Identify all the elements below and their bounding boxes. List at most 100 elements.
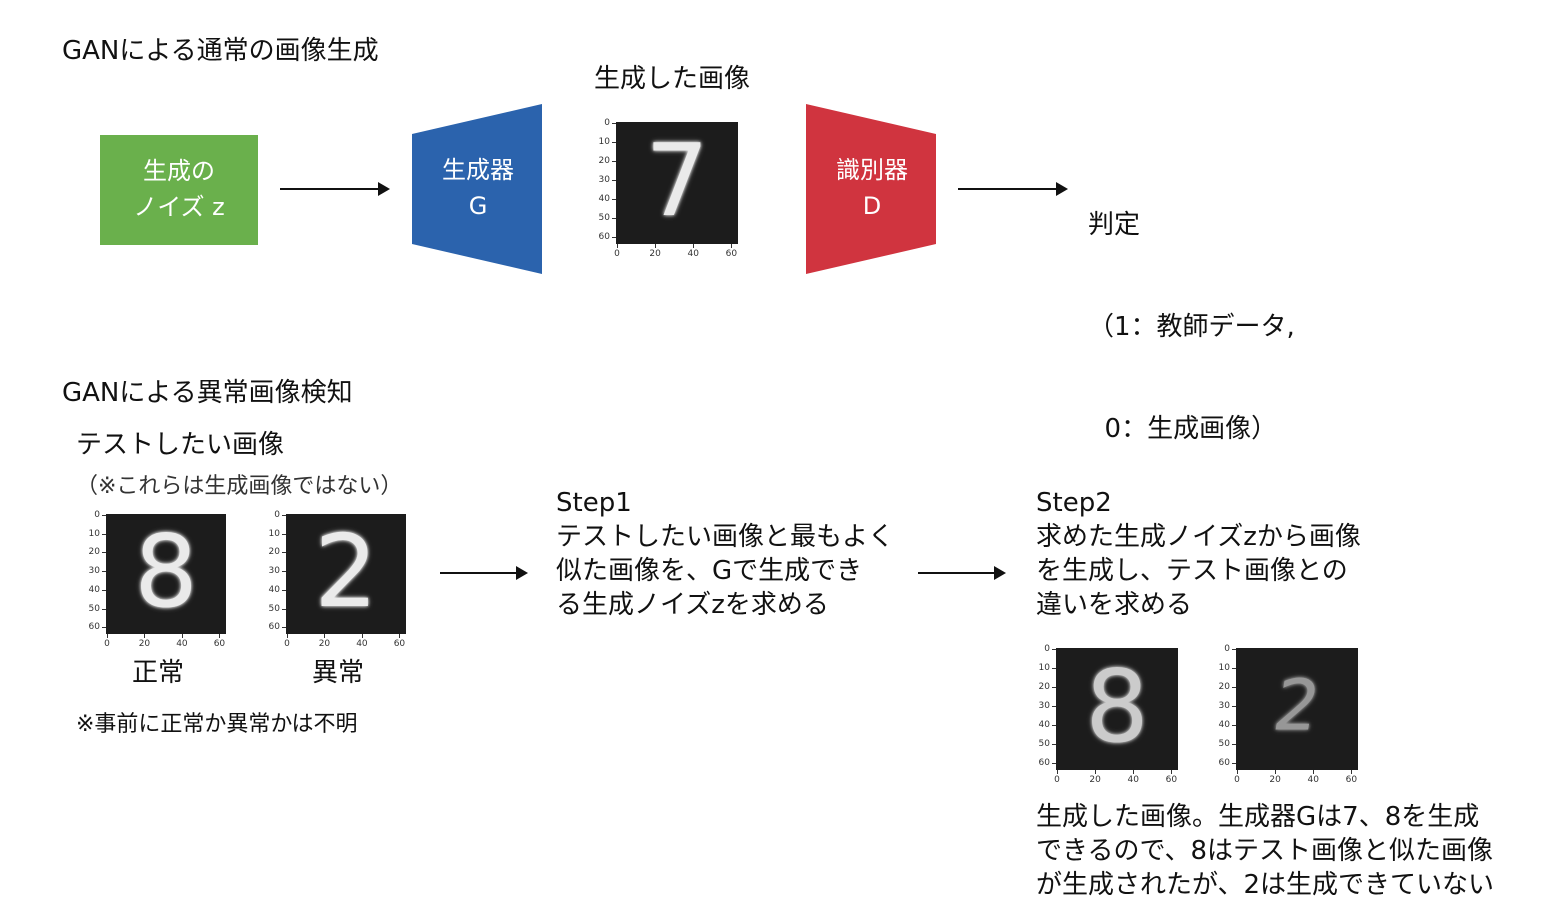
generator-line2: G	[468, 192, 488, 220]
x-tick-label: 20	[1269, 775, 1281, 785]
y-tick-label: 50	[1218, 739, 1230, 750]
x-tick-mark	[1275, 770, 1277, 774]
y-tick-label: 0	[274, 509, 280, 520]
x-tick-label: 40	[1127, 775, 1139, 785]
y-tick-mark	[282, 552, 286, 554]
y-tick-mark	[612, 199, 616, 201]
x-tick-mark	[693, 244, 695, 248]
result-line2: できるので、8はテスト画像と似た画像	[1036, 836, 1493, 866]
x-tick-label: 0	[614, 249, 620, 259]
x-tick-label: 20	[318, 639, 331, 649]
y-tick-label: 60	[1218, 758, 1230, 769]
y-tick-label: 10	[598, 137, 610, 148]
y-tick-label: 10	[1038, 663, 1050, 674]
x-tick-mark	[106, 634, 108, 638]
y-tick-label: 50	[268, 603, 280, 614]
step1-title: Step1	[556, 488, 632, 518]
step1-line2: 似た画像を、Gで生成でき	[556, 556, 863, 586]
y-tick-label: 0	[1044, 643, 1050, 654]
y-tick-mark	[102, 514, 106, 516]
discriminator-line2: D	[862, 192, 882, 220]
y-tick-mark	[1052, 687, 1056, 689]
generator-line1: 生成器	[442, 156, 514, 184]
test-note: （※これらは生成画像ではない）	[76, 474, 403, 499]
y-tick-label: 40	[268, 584, 280, 595]
x-tick-mark	[399, 634, 401, 638]
y-tick-label: 50	[88, 603, 100, 614]
abnormal-label: 異常	[312, 658, 365, 688]
y-tick-mark	[1232, 706, 1236, 708]
x-tick-label: 60	[1165, 775, 1178, 785]
x-tick-label: 40	[687, 249, 699, 259]
x-tick-mark	[616, 244, 618, 248]
judgment-line2: （1：教師データ,	[1088, 312, 1295, 342]
y-tick-label: 20	[88, 547, 100, 558]
x-tick-mark	[1171, 770, 1173, 774]
step2-line1: 求めた生成ノイズzから画像	[1036, 522, 1361, 552]
x-tick-mark	[1095, 770, 1097, 774]
generated-8-image: 8	[1056, 648, 1178, 770]
generated-caption: 生成した画像	[594, 64, 751, 94]
y-tick-mark	[102, 571, 106, 573]
y-tick-label: 60	[268, 622, 280, 633]
x-tick-mark	[181, 634, 183, 638]
generated-digit: 7	[645, 122, 709, 239]
y-tick-label: 20	[1218, 682, 1230, 693]
y-tick-mark	[1052, 668, 1056, 670]
y-tick-mark	[612, 218, 616, 220]
y-tick-label: 60	[1038, 758, 1050, 769]
y-tick-label: 0	[604, 117, 610, 128]
judgment-line3: 0：生成画像）	[1088, 414, 1278, 444]
y-tick-label: 60	[598, 232, 610, 243]
y-tick-label: 40	[598, 194, 610, 205]
y-tick-mark	[612, 237, 616, 239]
y-tick-label: 30	[88, 566, 100, 577]
discriminator-label: 識別器 D	[806, 152, 938, 224]
normal-digit: 8	[134, 514, 198, 630]
arrow-test-to-step1	[440, 566, 528, 580]
y-tick-mark	[102, 589, 106, 591]
x-tick-label: 20	[138, 639, 151, 649]
y-tick-label: 50	[1038, 739, 1050, 750]
x-tick-label: 20	[1089, 775, 1101, 785]
y-tick-label: 20	[1038, 682, 1050, 693]
abnormal-image: 2	[286, 514, 406, 634]
abnormal-digit: 2	[314, 514, 378, 630]
y-tick-label: 20	[598, 156, 610, 167]
y-tick-label: 10	[88, 528, 100, 539]
y-tick-label: 30	[1038, 701, 1050, 712]
discriminator-shape	[806, 104, 936, 274]
y-tick-mark	[282, 571, 286, 573]
y-tick-mark	[282, 533, 286, 535]
x-tick-label: 0	[1054, 775, 1060, 785]
judgment-text: 判定 （1：教師データ, 0：生成画像）	[1088, 140, 1295, 480]
x-tick-mark	[324, 634, 326, 638]
x-tick-mark	[361, 634, 363, 638]
y-tick-label: 30	[1218, 701, 1230, 712]
y-tick-mark	[612, 161, 616, 163]
x-tick-label: 0	[284, 639, 290, 649]
result-line3: が生成されたが、2は生成できていない	[1036, 870, 1495, 900]
y-tick-mark	[102, 608, 106, 610]
y-tick-mark	[1052, 725, 1056, 727]
y-tick-mark	[102, 533, 106, 535]
normal-label: 正常	[132, 658, 185, 688]
noise-box: 生成の ノイズ z	[100, 135, 258, 245]
y-tick-mark	[1232, 668, 1236, 670]
y-tick-label: 40	[1218, 720, 1230, 731]
x-tick-label: 60	[213, 639, 226, 649]
generated-2-digit: 2	[1267, 664, 1327, 747]
x-tick-label: 40	[356, 639, 368, 649]
y-tick-mark	[282, 627, 286, 629]
judgment-line1: 判定	[1088, 210, 1141, 240]
y-tick-mark	[102, 552, 106, 554]
y-tick-label: 10	[268, 528, 280, 539]
y-tick-mark	[612, 180, 616, 182]
y-tick-label: 0	[1224, 643, 1230, 654]
section1-title: GANによる通常の画像生成	[62, 36, 379, 66]
y-tick-label: 40	[88, 584, 100, 595]
y-tick-mark	[102, 627, 106, 629]
y-tick-label: 30	[268, 566, 280, 577]
y-tick-mark	[282, 514, 286, 516]
section2-title: GANによる異常画像検知	[62, 378, 353, 408]
